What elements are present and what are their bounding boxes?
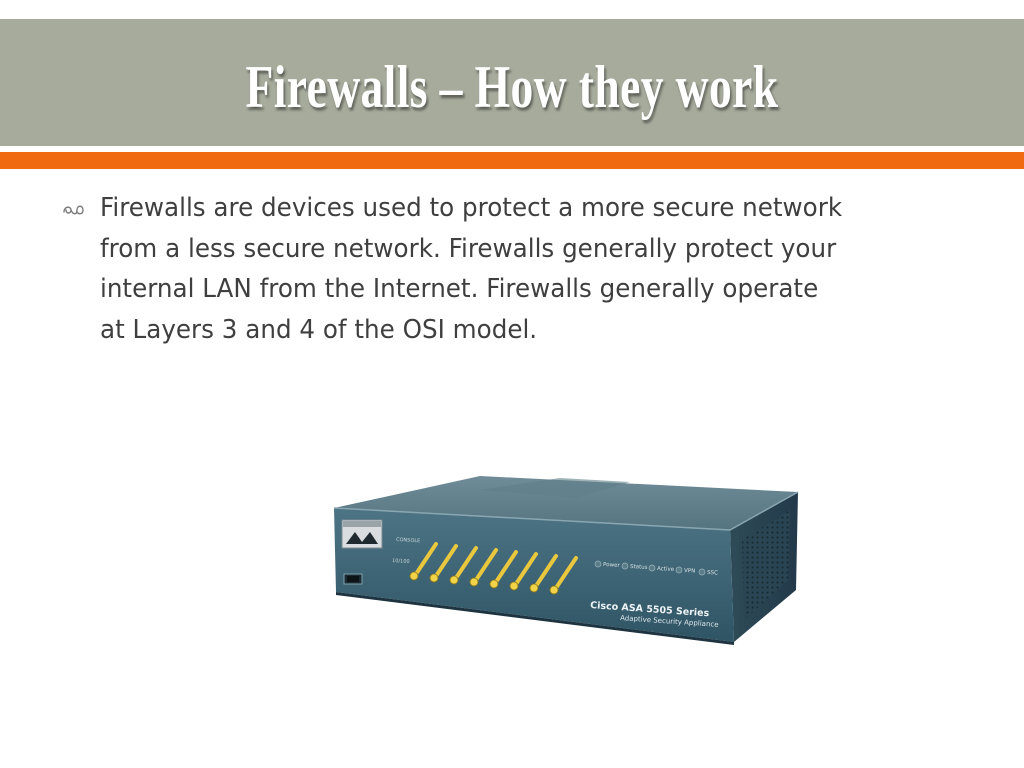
- svg-text:CONSOLE: CONSOLE: [396, 537, 421, 544]
- status-label-status: Status: [630, 564, 648, 571]
- cisco-asa-firewall-image: CONSOLE 10/100: [333, 476, 799, 645]
- status-label-ssc: SSC: [707, 570, 718, 577]
- svg-text:10/100: 10/100: [392, 558, 410, 565]
- slide-title: Firewalls – How they work: [245, 54, 779, 120]
- status-label-active: Active: [657, 566, 675, 573]
- curly-flourish-icon: [63, 205, 84, 215]
- title-band: [0, 19, 1024, 146]
- status-label-power: Power: [603, 562, 621, 569]
- bullet-text: Firewalls are devices used to protect a …: [100, 193, 843, 345]
- status-label-vpn: VPN: [684, 568, 696, 575]
- accent-bar: [0, 152, 1024, 169]
- title-divider-gap: [0, 146, 1024, 152]
